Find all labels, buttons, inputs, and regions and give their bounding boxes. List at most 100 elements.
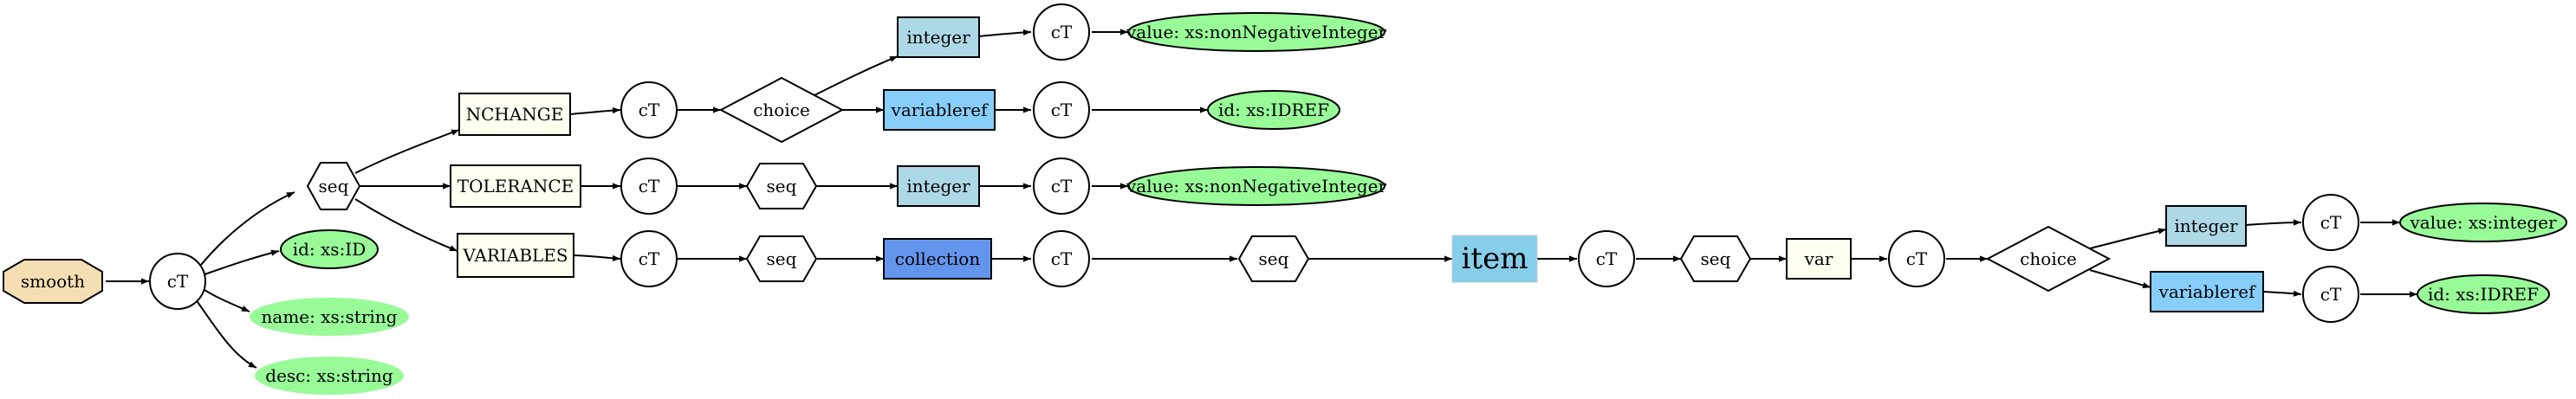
ct-nchange-label: cT — [639, 100, 660, 120]
attr-id-label: id: xs:ID — [293, 239, 367, 260]
node-seq-main: seq — [306, 162, 361, 210]
idref-var-ellipse — [2417, 274, 2550, 314]
node-item: item — [1451, 235, 1538, 283]
seq-item-hexagon — [1679, 235, 1752, 282]
edge-choice-varref-var — [2089, 269, 2151, 289]
ct-var-circle — [1888, 230, 1945, 287]
edge-nchange-ct — [569, 106, 621, 115]
ct-tolerance-label: cT — [639, 176, 660, 196]
val-tolerance-ellipse — [1127, 166, 1385, 206]
ct-int-nchange-label: cT — [1051, 22, 1073, 42]
seq-main-label: seq — [319, 176, 349, 196]
node-seq-collection: seq — [1237, 235, 1310, 282]
varref-var-label: variableref — [2158, 281, 2257, 302]
val-tolerance-label: value: xs:nonNegativeInteger — [1126, 176, 1386, 196]
idref-nchange-label: id: xs:IDREF — [1218, 100, 1329, 120]
node-var: var — [1786, 238, 1852, 280]
edge-choice-integer-nchange — [814, 55, 899, 96]
integer-var-label: integer — [2174, 216, 2238, 236]
edge-ct-id — [204, 249, 280, 275]
edge-int-ct-nchange — [978, 29, 1032, 37]
node-smooth: smooth — [3, 259, 103, 304]
collection-label: collection — [895, 248, 981, 269]
node-val-var: value: xs:integer — [2399, 203, 2567, 242]
ct-int-nchange-circle — [1033, 3, 1090, 61]
node-choice-nchange: choice — [718, 76, 845, 144]
nchange-label: NCHANGE — [466, 104, 564, 125]
smooth-octagon — [3, 259, 103, 304]
node-ct-varref-var: cT — [2302, 266, 2359, 323]
ct-variables-label: cT — [639, 248, 660, 269]
node-varref-var: variableref — [2150, 271, 2264, 312]
attr-name-ellipse — [250, 298, 409, 336]
node-choice-var: choice — [1985, 225, 2112, 293]
seq-collection-hexagon — [1237, 235, 1310, 282]
ct-int-var-circle — [2302, 194, 2359, 251]
node-idref-var: id: xs:IDREF — [2417, 274, 2550, 314]
val-nchange-ellipse — [1127, 12, 1385, 52]
varref-var-box — [2150, 271, 2264, 312]
attr-id-ellipse — [280, 229, 379, 269]
ct-collection-circle — [1033, 230, 1090, 287]
ct-item-label: cT — [1596, 248, 1618, 269]
node-val-tolerance: value: xs:nonNegativeInteger — [1126, 166, 1386, 206]
edge-int-ct-var — [2245, 219, 2302, 226]
node-ct-int-nchange: cT — [1033, 3, 1090, 61]
edge-seq-variables — [354, 198, 458, 252]
node-ct-root: cT — [149, 253, 206, 310]
ct-varref-nchange-label: cT — [1051, 100, 1073, 120]
edge-varref-ct-var — [2262, 290, 2302, 297]
integer-nchange-box — [897, 16, 980, 58]
node-ct-int-var: cT — [2302, 194, 2359, 251]
seq-variables-hexagon — [745, 235, 818, 282]
seq-tolerance-label: seq — [767, 176, 797, 196]
ct-int-var-label: cT — [2320, 212, 2342, 233]
ct-root-label: cT — [167, 271, 189, 292]
node-ct-varref-nchange: cT — [1033, 81, 1090, 138]
integer-tolerance-box — [897, 165, 980, 207]
collection-box — [883, 238, 992, 280]
ct-int-tolerance-label: cT — [1051, 176, 1073, 196]
choice-nchange-diamond — [718, 76, 845, 144]
node-attr-name: name: xs:string — [250, 298, 409, 336]
ct-nchange-circle — [620, 81, 678, 138]
node-integer-nchange: integer — [897, 16, 980, 58]
seq-item-label: seq — [1701, 248, 1731, 269]
integer-var-box — [2165, 205, 2247, 247]
node-ct-collection: cT — [1033, 230, 1090, 287]
ct-var-label: cT — [1906, 248, 1928, 269]
ct-varref-var-circle — [2302, 266, 2359, 323]
node-seq-variables: seq — [745, 235, 818, 282]
node-seq-tolerance: seq — [745, 163, 818, 209]
node-ct-var: cT — [1888, 230, 1945, 287]
ct-int-tolerance-circle — [1033, 158, 1090, 215]
ct-varref-var-label: cT — [2320, 284, 2342, 305]
attr-name-label: name: xs:string — [262, 306, 398, 327]
ct-varref-nchange-circle — [1033, 81, 1090, 138]
edge-ct-desc — [195, 299, 257, 369]
tolerance-label: TOLERANCE — [457, 176, 574, 196]
nchange-box — [458, 93, 571, 136]
ct-root-circle — [149, 253, 206, 310]
node-collection: collection — [883, 238, 992, 280]
node-nchange: NCHANGE — [458, 93, 571, 136]
choice-var-label: choice — [2020, 248, 2077, 269]
node-ct-nchange: cT — [620, 81, 678, 138]
edge-seq-nchange — [354, 129, 460, 174]
node-ct-item: cT — [1578, 230, 1635, 287]
node-ct-tolerance: cT — [620, 158, 678, 215]
edge-choice-integer-var — [2089, 228, 2167, 249]
item-box — [1451, 235, 1538, 283]
choice-nchange-label: choice — [753, 100, 810, 120]
idref-var-label: id: xs:IDREF — [2428, 284, 2539, 305]
varref-nchange-box — [883, 89, 996, 131]
val-var-ellipse — [2399, 203, 2567, 242]
edge-variables-ct — [573, 254, 621, 262]
ct-variables-circle — [620, 230, 678, 287]
attr-desc-ellipse — [255, 357, 404, 395]
node-ct-variables: cT — [620, 230, 678, 287]
seq-variables-label: seq — [767, 248, 797, 269]
node-seq-item: seq — [1679, 235, 1752, 282]
node-varref-nchange: variableref — [883, 89, 996, 131]
